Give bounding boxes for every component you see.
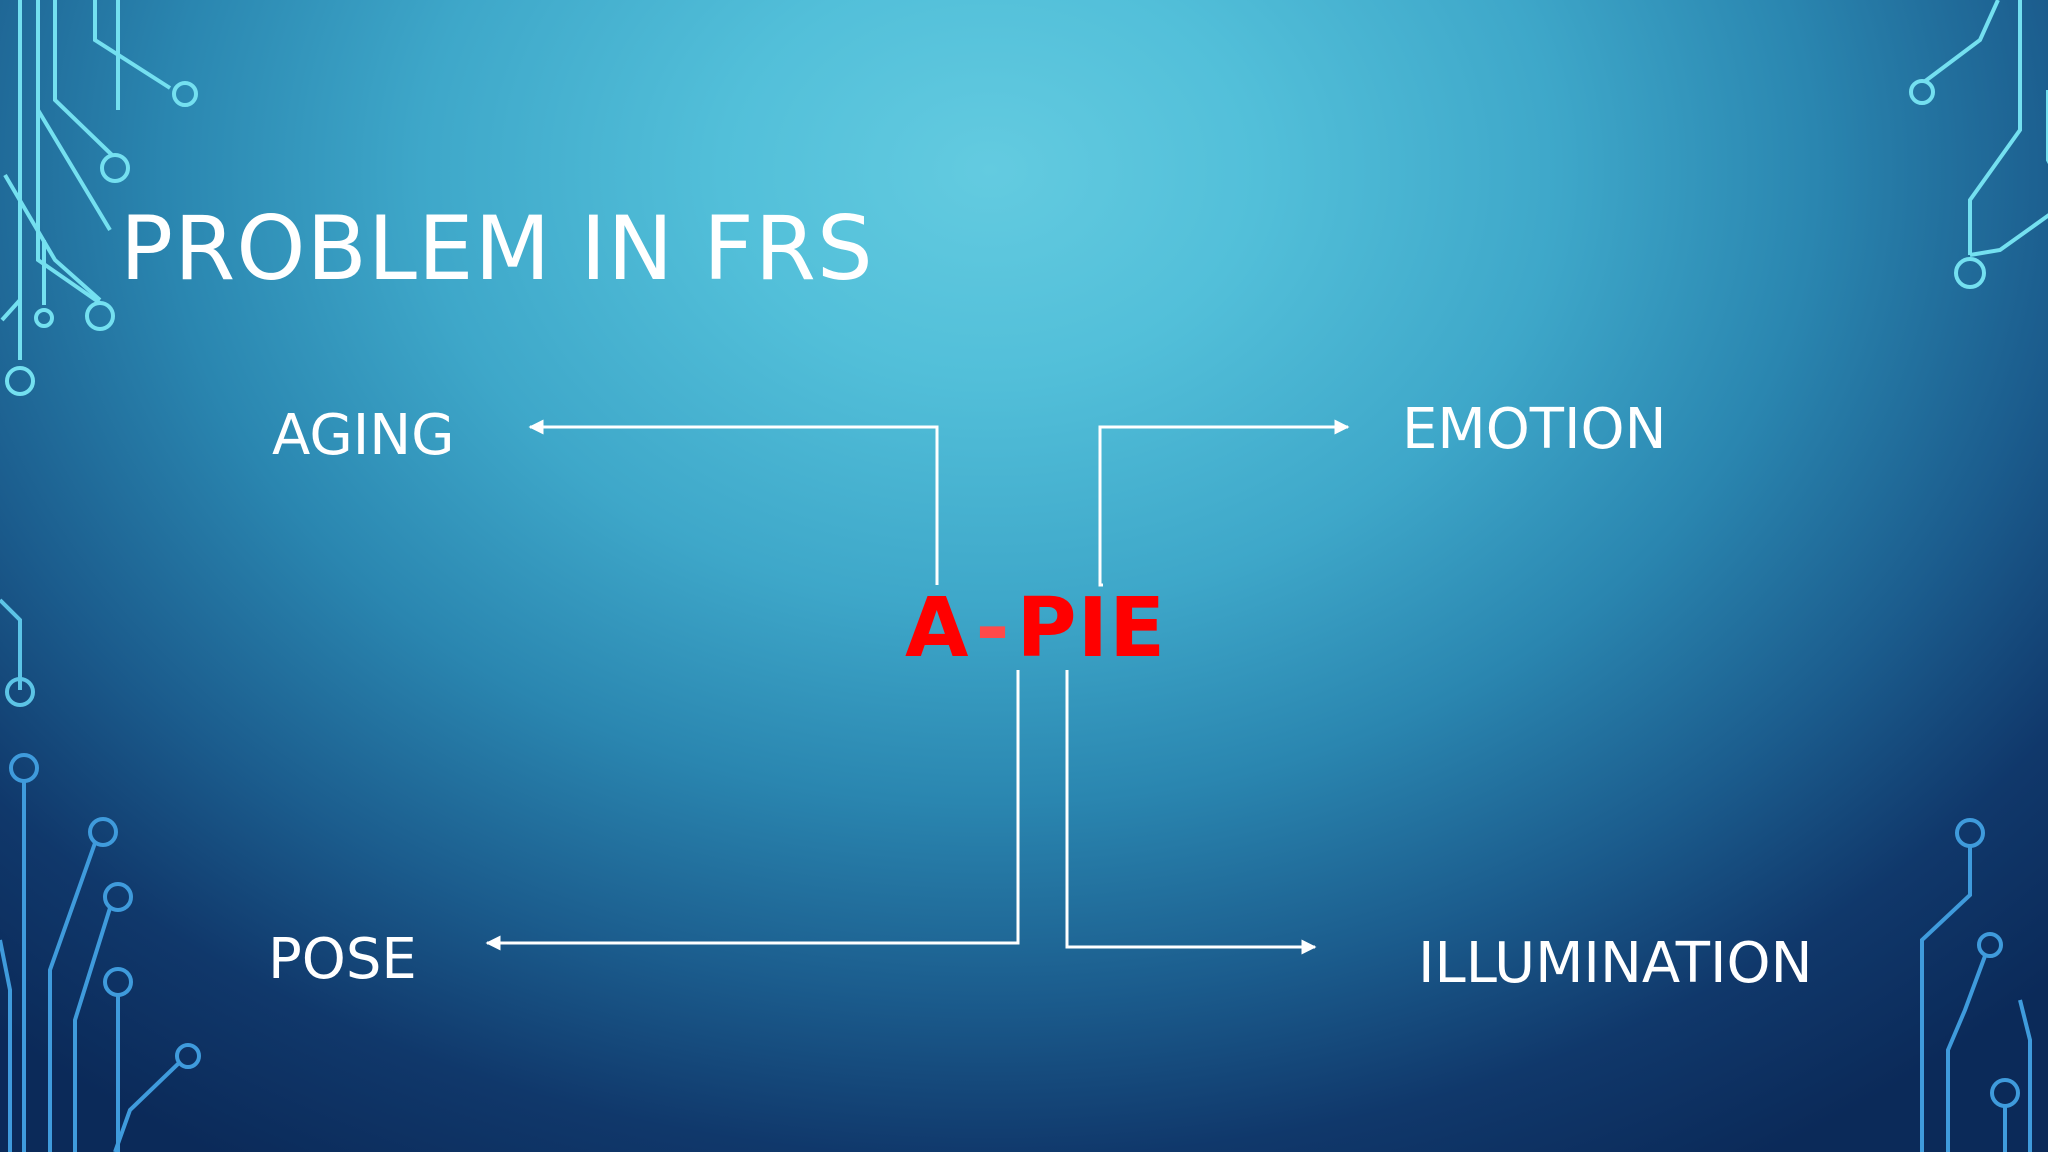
circuit-decoration-left-middle [0, 598, 35, 707]
label-aging: AGING [272, 403, 455, 468]
center-acronym-dash: - [975, 581, 1011, 676]
circuit-decoration-top-left [0, 0, 198, 396]
arrow-to-aging [528, 419, 939, 585]
arrow-to-pose [485, 670, 1020, 951]
label-emotion: EMOTION [1402, 397, 1667, 462]
center-acronym: A-PIE [905, 588, 1166, 670]
label-pose: POSE [268, 927, 417, 992]
circuit-decoration-top-right [1909, 0, 2048, 289]
label-illumination: ILLUMINATION [1418, 931, 1813, 996]
center-acronym-right: PIE [1016, 581, 1167, 676]
center-acronym-left: A [905, 581, 970, 676]
slide-title: PROBLEM IN FRS [120, 197, 874, 300]
circuit-decoration-bottom-left [0, 753, 201, 1152]
arrow-to-illumination [1065, 670, 1317, 955]
circuit-decoration-bottom-right [1920, 818, 2032, 1152]
arrow-to-emotion [1098, 419, 1350, 587]
